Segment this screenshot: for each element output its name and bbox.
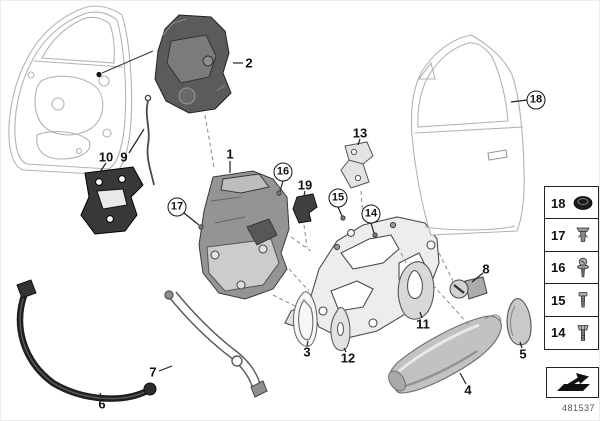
legend-number-14: 14: [551, 325, 566, 341]
legend-number-16: 16: [551, 260, 566, 276]
door-cable-drawing: [16, 279, 157, 402]
diagram-number: 481537: [561, 403, 595, 413]
callout-part-6[interactable]: 6: [98, 396, 106, 412]
callout-part-16[interactable]: 16: [273, 162, 293, 182]
callout-part-8[interactable]: 8: [482, 261, 490, 277]
callout-part-2[interactable]: 2: [245, 55, 253, 71]
callout-part-10[interactable]: 10: [98, 149, 114, 165]
damper-drawing: [292, 193, 318, 224]
left-door-drawing: [8, 5, 133, 176]
door-lock-drawing: [198, 170, 290, 300]
legend-number-15: 15: [551, 292, 566, 308]
lock-actuator-drawing: [154, 14, 232, 114]
gasket-drawing: [292, 291, 318, 347]
callout-part-12[interactable]: 12: [340, 350, 356, 366]
hex-bolt-icon: [577, 324, 589, 341]
handle-base-drawing: [397, 261, 435, 320]
fastener-legend: 18 17 16 15: [544, 186, 599, 350]
legend-item-16[interactable]: 16: [544, 250, 599, 285]
callout-part-3[interactable]: 3: [303, 344, 311, 360]
callout-part-19[interactable]: 19: [297, 177, 313, 193]
leader-lines: [99, 62, 528, 399]
callout-part-7[interactable]: 7: [149, 364, 157, 380]
callout-part-17[interactable]: 17: [167, 197, 187, 217]
legend-item-17[interactable]: 17: [544, 218, 599, 253]
legend-number-18: 18: [551, 195, 566, 211]
callout-part-18[interactable]: 18: [526, 90, 546, 110]
callout-part-15[interactable]: 15: [328, 188, 348, 208]
legend-item-15[interactable]: 15: [544, 283, 599, 318]
callout-part-5[interactable]: 5: [519, 346, 527, 362]
lock-position-pointer: [96, 50, 154, 78]
legend-item-14[interactable]: 14: [544, 315, 599, 350]
callout-part-9[interactable]: 9: [120, 149, 128, 165]
callout-part-14[interactable]: 14: [361, 204, 381, 224]
callout-part-13[interactable]: 13: [352, 125, 368, 141]
callout-part-1[interactable]: 1: [226, 146, 234, 162]
callout-part-4[interactable]: 4: [464, 382, 472, 398]
right-door-drawing: [410, 34, 525, 236]
screw-with-washer-icon: [577, 257, 589, 278]
forward-arrow-icon: [556, 372, 590, 391]
grommet-icon: [573, 196, 593, 210]
legend-number-17: 17: [551, 227, 566, 243]
screw-icon: [578, 292, 588, 308]
cover-cap-drawing: [506, 298, 532, 346]
small-fasteners: [198, 190, 378, 238]
callout-part-11[interactable]: 11: [416, 316, 430, 332]
expanding-rivet-icon: [576, 228, 590, 243]
door-handle-drawing: [388, 314, 502, 394]
legend-item-18[interactable]: 18: [544, 186, 599, 220]
hinge-bracket-drawing: [340, 141, 374, 189]
direction-indicator: [546, 367, 599, 398]
mounting-bracket-drawing: [80, 166, 144, 235]
connecting-rod-drawing: [144, 94, 155, 186]
lock-cylinder-drawing: [449, 276, 488, 300]
seal-drawing: [330, 306, 351, 352]
window-guide-cable-drawing: [164, 290, 268, 398]
